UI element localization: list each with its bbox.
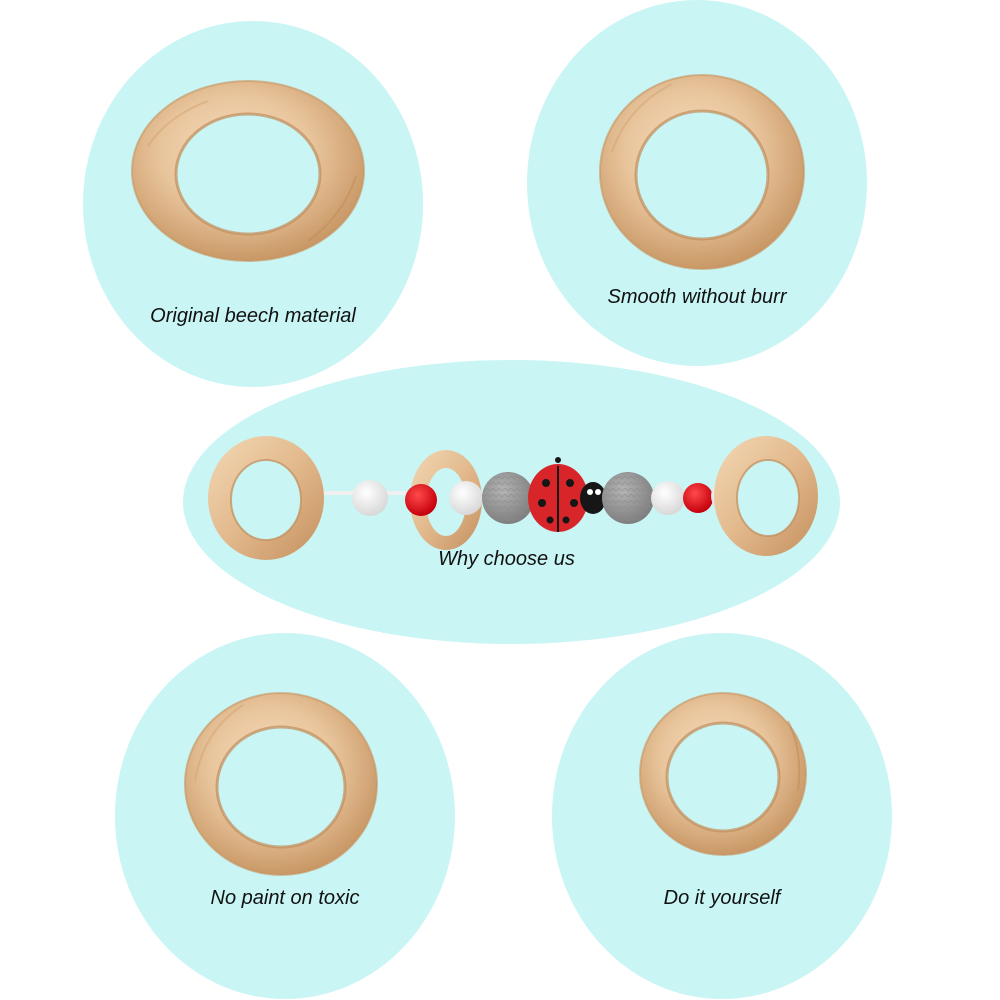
wooden-ring-icon [638, 691, 808, 857]
feature-bubble-diy: Do it yourself [552, 633, 892, 999]
wooden-ring-icon [183, 691, 379, 877]
why-choose-us-bubble: Why choose us [183, 360, 840, 644]
feature-bubble-no-paint: No paint on toxic [115, 633, 455, 999]
ladybug-teether-icon [208, 428, 818, 568]
wooden-ring-icon [128, 76, 368, 266]
feature-bubble-smooth: Smooth without burr [527, 0, 867, 366]
why-choose-us-caption: Why choose us [438, 548, 575, 570]
ladybug-bead [528, 457, 606, 532]
feature-caption: Original beech material [150, 305, 356, 327]
feature-caption: Smooth without burr [607, 286, 787, 308]
wooden-ring-icon [597, 72, 807, 272]
feature-caption: Do it yourself [663, 887, 781, 909]
feature-caption: No paint on toxic [210, 887, 360, 909]
feature-bubble-beech: Original beech material [83, 21, 423, 387]
